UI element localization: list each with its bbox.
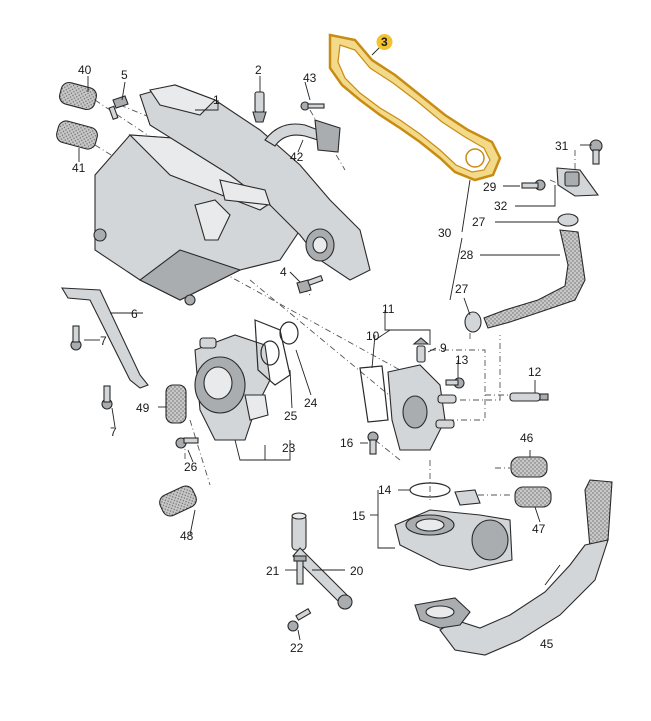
sensor-part-32	[556, 167, 600, 197]
callout-43: 43	[303, 71, 317, 85]
callout-16: 16	[340, 436, 354, 450]
link-rod-part-20	[291, 512, 353, 610]
clamp-part-27-lower	[464, 311, 482, 333]
callout-28: 28	[460, 248, 474, 262]
bolt-part-22	[287, 608, 312, 632]
callout-23: 23	[282, 441, 296, 455]
callout-3-badge	[376, 34, 393, 50]
callout-3: 3	[381, 35, 388, 49]
egr-valve-part-23	[194, 334, 271, 441]
hose-part-40	[59, 81, 97, 111]
egr-valve-part-15	[394, 489, 513, 571]
callout-48: 48	[180, 529, 194, 543]
callout-49: 49	[136, 401, 150, 415]
bolt-part-31	[589, 139, 603, 165]
bolt-part-4	[296, 275, 324, 294]
callout-24: 24	[304, 396, 318, 410]
intake-manifold-part-1	[93, 84, 371, 306]
bolt-part-21	[293, 555, 307, 585]
hose-part-28	[483, 229, 586, 329]
callout-31: 31	[555, 139, 569, 153]
bolt-part-29	[521, 179, 546, 191]
callout-47: 47	[532, 522, 546, 536]
hose-part-41	[56, 120, 98, 150]
clamp-part-27-upper	[557, 213, 579, 227]
hose-part-47	[514, 486, 552, 508]
sensor-part-2	[252, 91, 267, 123]
callout-14: 14	[378, 483, 392, 497]
gasket-port-hole	[465, 148, 485, 168]
callout-32: 32	[494, 199, 508, 213]
bolt-part-5	[108, 95, 129, 121]
callout-6: 6	[131, 307, 138, 321]
callout-45: 45	[540, 637, 554, 651]
egr-gasket-part-3	[328, 33, 502, 182]
callout-29: 29	[483, 180, 497, 194]
callout-1: 1	[213, 93, 220, 107]
callout-22: 22	[290, 641, 304, 655]
callout-40-label: 40	[78, 63, 92, 77]
bolt-part-16	[367, 431, 379, 455]
bolt-part-26	[175, 437, 199, 449]
bolt-part-13	[445, 377, 465, 389]
bolt-part-43	[300, 101, 325, 111]
pipe-part-42	[264, 119, 341, 153]
callout-4: 4	[280, 265, 287, 279]
callout-5: 5	[121, 68, 128, 82]
housing-part-11	[387, 364, 457, 451]
callout-13: 13	[455, 353, 469, 367]
callout-labels: 1 1 2 3 4 5 6 7 7 9 10 11 12 13 14 15 16…	[72, 34, 569, 655]
callout-2: 2	[255, 63, 262, 77]
callout-25: 25	[284, 409, 298, 423]
sensor-part-12	[509, 392, 549, 402]
leader-lines	[78, 41, 592, 641]
callout-10: 10	[366, 329, 380, 343]
bracket-part-6	[60, 287, 149, 389]
hose-part-46	[510, 456, 548, 478]
callout-41: 41	[72, 161, 86, 175]
callout-11: 11	[382, 302, 395, 316]
gasket-part-24	[279, 321, 299, 345]
hose-part-48	[159, 485, 197, 517]
callout-7-lower: 7	[110, 425, 117, 439]
plug-part-9	[412, 337, 430, 363]
callout-46: 46	[520, 431, 534, 445]
hose-part-49	[165, 384, 187, 424]
callout-9: 9	[440, 341, 447, 355]
gasket-part-25	[254, 319, 291, 386]
callout-20: 20	[350, 564, 364, 578]
callout-15: 15	[352, 509, 366, 523]
callout-26: 26	[184, 460, 198, 474]
bolt-part-7-lower	[101, 385, 113, 410]
callout-27-left: 27	[455, 282, 469, 296]
callout-42: 42	[290, 150, 304, 164]
gasket-inner	[337, 44, 491, 173]
pipe-part-45	[414, 479, 613, 656]
bolt-part-7-upper	[70, 325, 82, 351]
callout-30: 30	[438, 226, 452, 240]
callout-12: 12	[528, 365, 542, 379]
callout-27-right: 27	[472, 215, 486, 229]
callout-7-upper: 7	[100, 334, 107, 348]
gasket-part-10	[359, 365, 389, 423]
callout-21: 21	[266, 564, 280, 578]
